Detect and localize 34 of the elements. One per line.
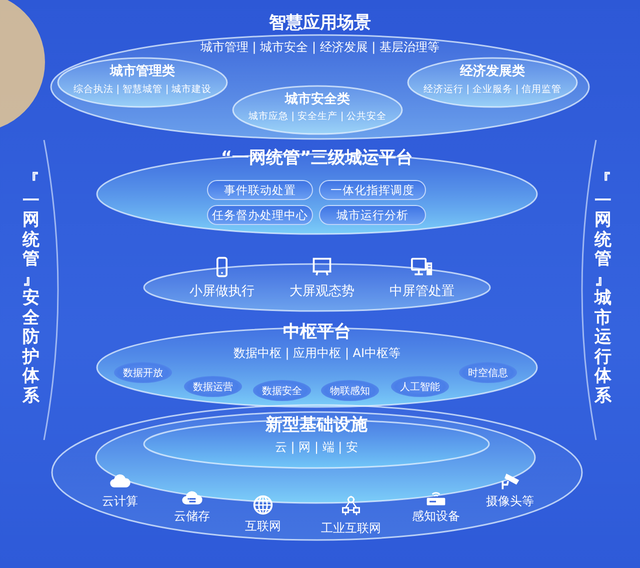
- layer-subtitle: 城市管理 | 城市安全 | 经济发展 | 基层治理等: [200, 40, 440, 54]
- ellipse-layer: [143, 414, 490, 470]
- layer-title: 城市管理类: [110, 64, 175, 80]
- layer-subtitle: 城市应急 | 安全生产 | 公共安全: [248, 111, 387, 122]
- layer-subtitle: 云 | 网 | 端 | 安: [275, 440, 358, 454]
- layer-subtitle: 数据中枢 | 应用中枢 | AI中枢等: [233, 346, 401, 360]
- layer-title: 新型基础设施: [266, 415, 368, 436]
- ellipse-layer: [57, 57, 228, 108]
- ellipse-layer: [51, 404, 583, 541]
- item-label: 中屏管处置: [390, 284, 454, 300]
- item-label: 互联网: [245, 519, 281, 534]
- tag-pill: 一体化指挥调度: [319, 180, 426, 200]
- item-label: 云储存: [174, 509, 210, 524]
- item-label: 摄像头等: [486, 494, 534, 508]
- layer-title: 智慧应用场景: [269, 13, 371, 34]
- layer-title: 城市安全类: [285, 92, 350, 108]
- layer-subtitle: 经济运行 | 企业服务 | 信用监管: [423, 84, 562, 96]
- item-label: 云计算: [102, 494, 138, 508]
- layer-title: 经济发展类: [460, 64, 525, 80]
- side-label: 『一网统管』安全防护体系: [22, 172, 40, 406]
- tag-pill: 事件联动处置: [207, 180, 313, 200]
- layer-subtitle: 综合执法 | 智慧城管 | 城市建设: [73, 84, 212, 96]
- ellipse-layer: [143, 254, 491, 313]
- item-label: 小屏做执行: [190, 284, 254, 300]
- ellipse-layer: [232, 85, 403, 135]
- item-label: 感知设备: [412, 509, 460, 524]
- tag-pill: 城市运行分析: [319, 205, 426, 225]
- ellipse-layer: [407, 57, 578, 108]
- side-label: 『一网统管』城市运行体系: [594, 172, 612, 406]
- item-label: 工业互联网: [321, 521, 381, 536]
- ellipse-layer: [96, 146, 538, 236]
- item-label: 大屏观态势: [290, 284, 354, 300]
- ellipse-layer: [48, 10, 592, 142]
- tag-pill: 任务督办处理中心: [207, 205, 313, 225]
